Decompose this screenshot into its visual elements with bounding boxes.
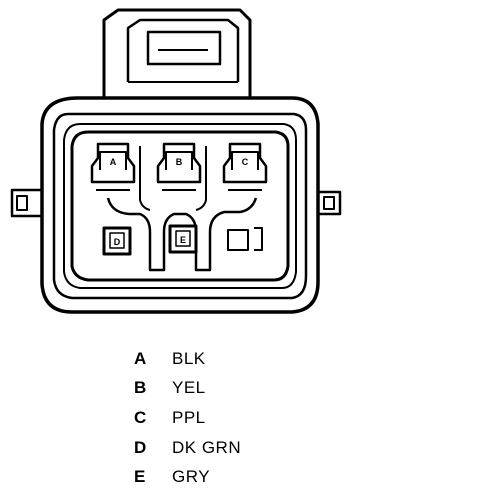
pin-cavity-C: [222, 142, 268, 191]
pin-letter: D: [134, 437, 147, 457]
legend-row-d: D DK GRN: [134, 433, 241, 463]
pin-cavity-D: [102, 226, 132, 256]
legend-row-e: E GRY: [134, 462, 241, 492]
wire-color: YEL: [172, 378, 206, 398]
pin-cavity-A: [90, 142, 136, 191]
legend-row-b: B YEL: [134, 374, 241, 404]
blank-cavity: [227, 227, 263, 251]
wire-color: GRY: [172, 467, 211, 487]
right-ear: [318, 190, 342, 216]
pin-label-c: C: [242, 157, 249, 167]
partition-ribs: [106, 197, 258, 272]
wire-color-legend: A BLK B YEL C PPL D DK GRN E GRY: [134, 344, 241, 492]
pin-cavity-E: [168, 224, 198, 254]
pin-label-b: B: [176, 157, 183, 167]
pin-label-d: D: [114, 237, 121, 247]
wire-color: DK GRN: [172, 437, 242, 457]
pin-letter: C: [134, 407, 147, 427]
connector-diagram: A B C D E: [10, 8, 342, 314]
pin-label-a: A: [110, 157, 117, 167]
locking-tab: [102, 8, 252, 98]
pin-letter: B: [134, 378, 147, 398]
wire-color: BLK: [172, 348, 206, 368]
pin-cavity-B: [156, 142, 202, 191]
pin-letter: E: [134, 467, 146, 487]
pin-letter: A: [134, 348, 147, 368]
wire-color: PPL: [172, 407, 206, 427]
pin-letters: A B C D E: [110, 157, 249, 247]
connector-housing: [40, 96, 320, 314]
pin-label-e: E: [180, 235, 186, 245]
left-ear: [10, 188, 42, 218]
legend-row-c: C PPL: [134, 403, 241, 433]
legend-row-a: A BLK: [134, 344, 241, 374]
